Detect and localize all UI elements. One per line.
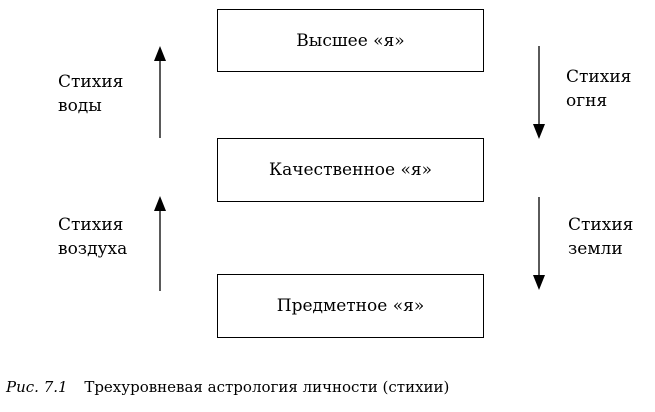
figure-caption: Рис. 7.1 Трехуровневая астрология личнос… xyxy=(6,378,449,396)
arrow-down-fire xyxy=(533,46,545,139)
fire-label-line-2: огня xyxy=(566,91,608,111)
qualitative-self-label: Качественное «я» xyxy=(268,160,433,180)
water-label-line-2: воды xyxy=(58,96,102,116)
figure-caption-text: Трехуровневая астрология личности (стихи… xyxy=(84,378,450,396)
earth-element-label: Стихия земли xyxy=(568,213,633,261)
arrow-up-water xyxy=(154,46,166,138)
fire-label-line-1: Стихия xyxy=(566,67,632,87)
arrow-up-air xyxy=(154,196,166,291)
subject-self-label: Предметное «я» xyxy=(276,296,425,316)
water-element-label: Стихия воды xyxy=(58,70,123,118)
air-element-label: Стихия воздуха xyxy=(58,213,127,261)
figure-number: Рис. 7.1 xyxy=(6,378,68,396)
subject-self-box: Предметное «я» xyxy=(217,274,484,338)
qualitative-self-box: Качественное «я» xyxy=(217,138,484,202)
earth-label-line-2: земли xyxy=(568,239,623,259)
earth-label-line-1: Стихия xyxy=(568,215,634,235)
air-label-line-1: Стихия xyxy=(58,215,124,235)
fire-element-label: Стихия огня xyxy=(566,65,631,113)
higher-self-box: Высшее «я» xyxy=(217,9,484,72)
higher-self-label: Высшее «я» xyxy=(296,30,405,51)
water-label-line-1: Стихия xyxy=(58,72,124,92)
arrow-down-earth xyxy=(533,197,545,290)
air-label-line-2: воздуха xyxy=(58,239,128,259)
